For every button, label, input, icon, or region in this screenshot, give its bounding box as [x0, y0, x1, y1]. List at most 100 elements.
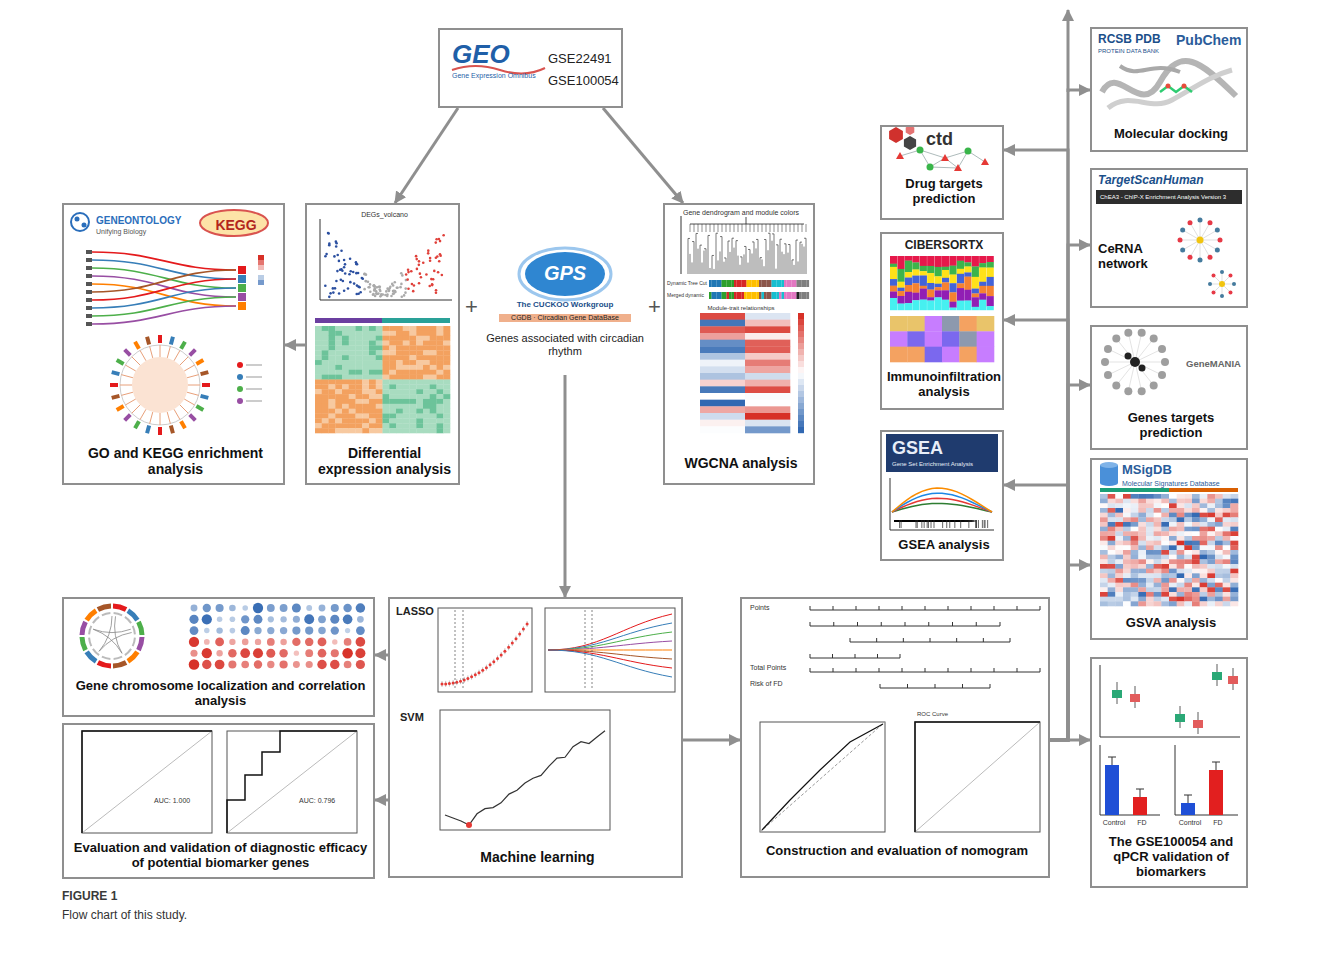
heatmap-cell — [1154, 550, 1162, 555]
heatmap-cell — [1108, 494, 1116, 499]
error-bar — [449, 681, 450, 687]
heatmap-cell — [890, 316, 908, 332]
heatmap-cell — [1108, 522, 1116, 527]
heatmap-cell — [1123, 597, 1131, 602]
heatmap-cell — [1138, 564, 1146, 569]
volcano-dot — [404, 287, 407, 290]
plot-frame — [438, 608, 532, 692]
correlation-dot — [318, 627, 326, 635]
heatmap-cell — [1115, 513, 1123, 518]
correlation-dot — [216, 627, 222, 633]
stacked-bar — [964, 301, 971, 311]
heatmap-cell — [1146, 494, 1154, 499]
heatmap-cell — [403, 423, 410, 428]
nomogram-tick — [1017, 606, 1018, 610]
color-scale — [798, 427, 804, 433]
volcano-dot — [369, 283, 372, 286]
correlation-dot — [343, 614, 353, 624]
volcano-dot — [425, 273, 428, 276]
heatmap-cell — [423, 370, 430, 375]
heatmap-cell — [1161, 578, 1169, 583]
error-bar — [508, 644, 509, 650]
dendrogram-join — [714, 224, 715, 232]
heatmap-cell — [1192, 527, 1200, 532]
volcano-dot — [365, 273, 368, 276]
heatmap-cell — [1230, 578, 1238, 583]
heatmap-cell — [342, 336, 349, 341]
heatmap-cell — [1177, 578, 1185, 583]
volcano-dot — [349, 281, 352, 284]
nomogram-tick — [976, 622, 977, 626]
heatmap-cell — [1115, 564, 1123, 569]
stacked-bar — [964, 290, 971, 301]
stacked-bar — [905, 278, 912, 286]
heatmap-cell — [1115, 555, 1123, 560]
heatmap-cell — [1108, 587, 1116, 592]
heatmap-cell — [383, 331, 390, 336]
circle-plot-core — [132, 357, 188, 413]
heatmap-cell — [1161, 555, 1169, 560]
circle-plot-sector — [171, 337, 173, 345]
heatmap-cell — [356, 345, 363, 350]
circle-plot-spoke — [132, 405, 140, 413]
heatmap-cell — [315, 399, 322, 404]
stacked-bar — [912, 256, 919, 263]
network-node — [1150, 381, 1158, 389]
color-scale — [798, 421, 804, 427]
volcano-dot — [435, 291, 438, 294]
heatmap-cell — [443, 355, 450, 360]
flow-arrow — [603, 108, 683, 203]
dendrogram-join — [746, 224, 747, 232]
heatmap-cell — [1108, 545, 1116, 550]
heatmap-cell — [745, 346, 790, 353]
heatmap-cell — [745, 393, 790, 400]
roc-curve — [82, 731, 212, 833]
label-text: CGDB · Circadian Gene DataBase — [499, 314, 631, 322]
heatmap-cell — [1161, 508, 1169, 513]
volcano-dot — [335, 280, 338, 283]
heatmap-cell — [356, 326, 363, 331]
module-color — [727, 280, 730, 287]
volcano-dot — [410, 270, 413, 273]
heatmap-cell — [1215, 508, 1223, 513]
heatmap-cell — [389, 389, 396, 394]
nomogram-tick — [1000, 622, 1001, 626]
heatmap-cell — [1223, 513, 1231, 518]
heatmap-cell — [416, 336, 423, 341]
circle-plot-spoke — [174, 409, 180, 419]
volcano-dot — [367, 286, 370, 289]
cv-point — [452, 681, 455, 684]
heatmap-cell — [356, 375, 363, 380]
module-color — [742, 280, 745, 287]
heatmap-cell — [342, 331, 349, 336]
heatmap-cell — [396, 389, 403, 394]
heatmap-cell — [1169, 522, 1177, 527]
coefficient-path — [548, 614, 672, 650]
heatmap-cell — [443, 345, 450, 350]
heatmap-cell — [1123, 601, 1131, 606]
heatmap-cell — [1177, 583, 1185, 588]
heatmap-cell — [389, 394, 396, 399]
color-scale — [798, 337, 804, 343]
volcano-dot — [348, 273, 351, 276]
heatmap-cell — [1207, 559, 1215, 564]
heatmap-cell — [1207, 527, 1215, 532]
dendrogram-leaf — [764, 266, 765, 274]
heatmap-cell — [335, 384, 342, 389]
module-color — [717, 292, 720, 299]
heatmap-cell — [1161, 536, 1169, 541]
error-bar — [1112, 757, 1113, 765]
chromosome-arc — [87, 611, 97, 621]
heatmap-cell — [1138, 545, 1146, 550]
heatmap-cell — [369, 399, 376, 404]
dendrogram-leaf — [708, 235, 709, 274]
heatmap-cell — [376, 423, 383, 428]
heatmap-cell — [335, 370, 342, 375]
hit-tick — [894, 521, 976, 522]
heatmap-cell — [1200, 601, 1208, 606]
network-node — [1215, 228, 1220, 233]
volcano-dot — [435, 238, 438, 241]
module-color — [777, 292, 780, 299]
volcano-dot — [413, 284, 416, 287]
heatmap-cell — [315, 414, 322, 419]
